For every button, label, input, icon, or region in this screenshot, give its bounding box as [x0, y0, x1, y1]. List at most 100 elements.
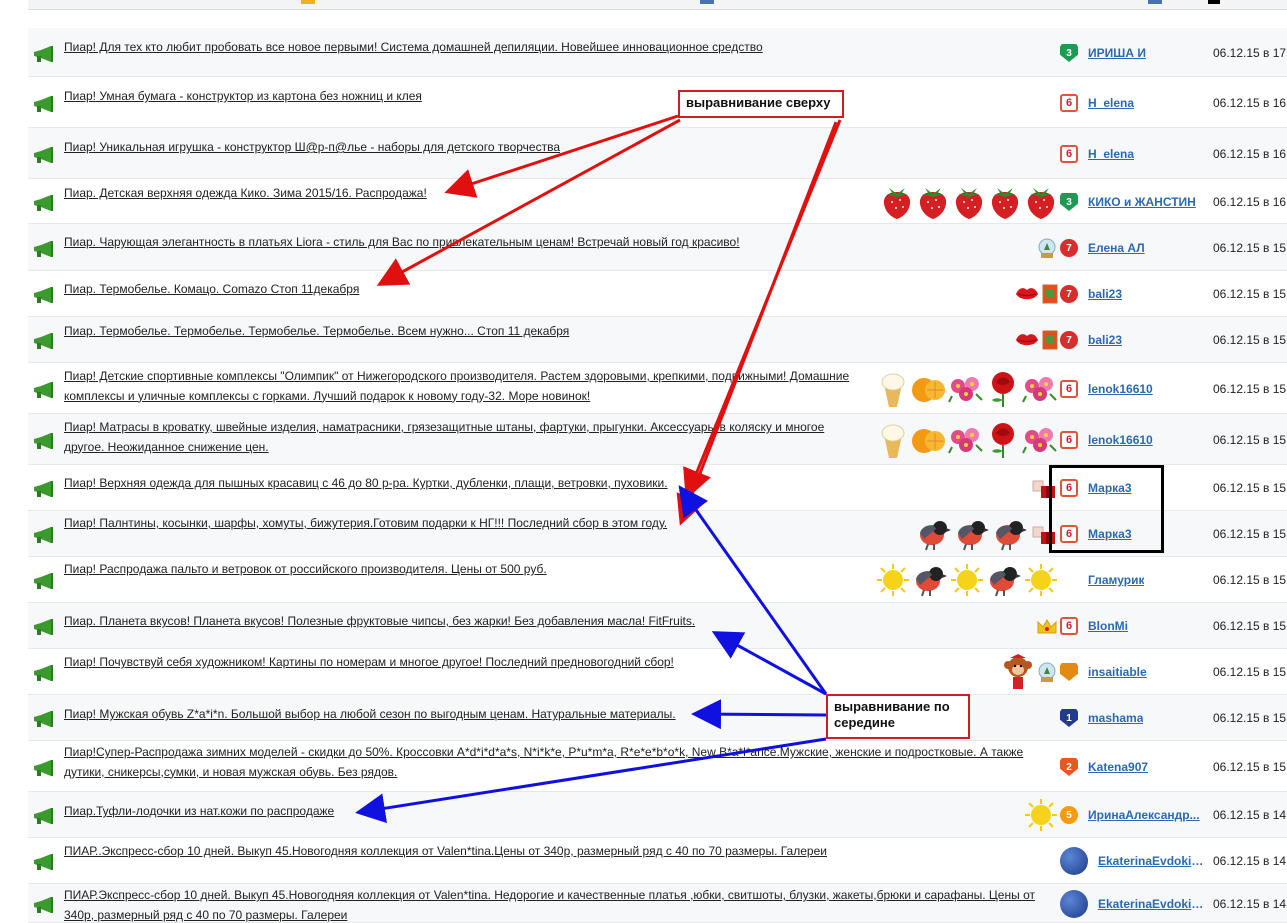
thread-row: Пиар. Термобелье. Комацо. Comazo Стоп 11… — [28, 271, 1287, 317]
flowers-icon — [1022, 425, 1058, 455]
thread-title-link[interactable]: Пиар! Распродажа пальто и ветровок от ро… — [64, 562, 547, 576]
sun-icon — [876, 563, 910, 597]
thread-title-link[interactable]: Пиар! Матрасы в кроватку, швейные издели… — [64, 420, 825, 454]
thread-row: Пиар! Мужская обувь Z*a*i*n. Большой выб… — [28, 695, 1287, 741]
megaphone-icon — [32, 432, 54, 453]
user-awards — [878, 372, 1058, 407]
author-link[interactable]: Гламурик — [1088, 573, 1145, 587]
thread-title-link[interactable]: Пиар! Верхняя одежда для пышных красавиц… — [64, 476, 668, 490]
thread-row: ПИАР.Экспресс-сбор 10 дней. Выкуп 45.Нов… — [28, 884, 1287, 923]
strawberry-icon — [952, 184, 986, 220]
post-date: 06.12.15 в 15 — [1213, 527, 1287, 541]
thread-title-link[interactable]: Пиар! Почувствуй себя художником! Картин… — [64, 655, 674, 669]
thread-title-link[interactable]: Пиар. Детская верхняя одежда Кико. Зима … — [64, 186, 427, 200]
user-awards — [876, 563, 1058, 597]
author-link[interactable]: EkaterinaEvdokim... — [1098, 897, 1210, 911]
callout-middle-alignment: выравнивание по середине — [826, 694, 970, 739]
author-link[interactable]: insaitiable — [1088, 665, 1147, 679]
author-link[interactable]: H_elena — [1088, 147, 1135, 161]
rank-badge-icon: 7 — [1060, 285, 1078, 303]
orange-icon — [910, 425, 946, 455]
thread-title-link[interactable]: Пиар! Палнтины, косынки, шарфы, хомуты, … — [64, 516, 668, 530]
thread-row: Пиар! Почувствуй себя художником! Картин… — [28, 649, 1287, 695]
rank-badge-icon — [1060, 890, 1088, 918]
post-date: 06.12.15 в 16 — [1213, 195, 1287, 209]
post-date: 06.12.15 в 15 — [1213, 433, 1287, 447]
author-link[interactable]: H_elena — [1088, 96, 1135, 110]
author-link[interactable]: КИКО и ЖАНСТИН — [1088, 195, 1196, 209]
thread-title-link[interactable]: Пиар! Мужская обувь Z*a*i*n. Большой выб… — [64, 707, 676, 721]
top-icon — [1208, 0, 1220, 4]
rank-badge-icon: 3 — [1060, 44, 1078, 62]
megaphone-icon — [32, 759, 54, 780]
megaphone-icon — [32, 853, 54, 874]
author-link[interactable]: ИринаАлександр... — [1088, 808, 1200, 822]
thread-row: ПИАР..Экспресс-сбор 10 дней. Выкуп 45.Но… — [28, 838, 1287, 884]
post-date: 06.12.15 в 14 — [1213, 854, 1287, 868]
post-date: 06.12.15 в 14 — [1213, 897, 1287, 911]
megaphone-icon — [32, 896, 54, 917]
megaphone-icon — [32, 572, 54, 593]
rank-badge-icon — [1060, 663, 1078, 681]
icecream-icon — [878, 421, 908, 459]
post-date: 06.12.15 в 15 — [1213, 619, 1287, 633]
flowers-icon — [948, 425, 984, 455]
post-date: 06.12.15 в 15 — [1213, 382, 1287, 396]
sun-icon — [1024, 798, 1058, 832]
thread-row: Пиар. Планета вкусов! Планета вкусов! По… — [28, 603, 1287, 649]
megaphone-icon — [32, 194, 54, 215]
thread-title-link[interactable]: Пиар! Детские спортивные комплексы "Олим… — [64, 369, 850, 403]
stamp-icon — [1042, 283, 1058, 305]
author-link[interactable]: Katena907 — [1088, 760, 1149, 774]
megaphone-icon — [32, 146, 54, 167]
author-link[interactable]: bali23 — [1088, 333, 1123, 347]
thread-title-link[interactable]: Пиар. Термобелье. Термобелье. Термобелье… — [64, 324, 570, 338]
author-link[interactable]: mashama — [1088, 711, 1144, 725]
author-link[interactable]: Елена АЛ — [1088, 241, 1145, 255]
rank-badge-icon: 6 — [1060, 525, 1078, 543]
megaphone-icon — [32, 95, 54, 116]
thread-title-link[interactable]: Пиар. Планета вкусов! Планета вкусов! По… — [64, 614, 696, 628]
bullfinch-icon — [916, 517, 952, 551]
strawberry-icon — [880, 184, 914, 220]
monkey-icon — [1002, 654, 1034, 690]
author-link[interactable]: bali23 — [1088, 287, 1123, 301]
strawberry-icon — [1024, 184, 1058, 220]
user-awards — [916, 517, 1058, 551]
thread-title-link[interactable]: Пиар! Умная бумага - конструктор из карт… — [64, 89, 422, 103]
rank-badge-icon: 2 — [1060, 758, 1078, 776]
author-link[interactable]: BlonMi — [1088, 619, 1128, 633]
thread-title-link[interactable]: Пиар.Туфли-лодочки из нат.кожи по распро… — [64, 804, 335, 818]
user-awards — [880, 185, 1058, 219]
megaphone-icon — [32, 381, 54, 402]
rank-badge-icon — [1060, 847, 1088, 875]
rank-badge-icon: 6 — [1060, 431, 1078, 449]
post-date: 06.12.15 в 17 — [1213, 46, 1287, 60]
user-awards — [1036, 231, 1058, 265]
rank-badge-icon: 1 — [1060, 709, 1078, 727]
author-link[interactable]: ИРИША И — [1088, 46, 1146, 60]
thread-title-link[interactable]: Пиар. Термобелье. Комацо. Comazo Стоп 11… — [64, 282, 360, 296]
bullfinch-icon — [986, 563, 1022, 597]
megaphone-icon — [32, 664, 54, 685]
rank-badge-icon: 6 — [1060, 380, 1078, 398]
rank-badge-icon: 6 — [1060, 145, 1078, 163]
thread-row: Пиар! Уникальная игрушка - конструктор Ш… — [28, 128, 1287, 179]
post-date: 06.12.15 в 14 — [1213, 808, 1287, 822]
lips-icon — [1014, 329, 1040, 351]
thread-title-link[interactable]: Пиар!Супер-Распродажа зимних моделей - с… — [64, 745, 1024, 779]
thread-title-link[interactable]: ПИАР.Экспресс-сбор 10 дней. Выкуп 45.Нов… — [64, 888, 1035, 922]
thread-title-link[interactable]: Пиар! Для тех кто любит пробовать все но… — [64, 40, 763, 54]
thread-row: Пиар! Верхняя одежда для пышных красавиц… — [28, 465, 1287, 511]
author-link[interactable]: lenok16610 — [1088, 382, 1153, 396]
post-date: 06.12.15 в 16 — [1213, 147, 1287, 161]
author-link[interactable]: EkaterinaEvdokim... — [1098, 854, 1210, 868]
thread-title-link[interactable]: Пиар. Чарующая элегантность в платьях Li… — [64, 235, 740, 249]
author-link[interactable]: lenok16610 — [1088, 433, 1153, 447]
thread-title-link[interactable]: Пиар! Уникальная игрушка - конструктор Ш… — [64, 140, 560, 154]
snowglobe-icon — [1036, 237, 1058, 259]
post-date: 06.12.15 в 15 — [1213, 711, 1287, 725]
thread-title-link[interactable]: ПИАР..Экспресс-сбор 10 дней. Выкуп 45.Но… — [64, 844, 827, 858]
user-awards — [1024, 798, 1058, 832]
megaphone-icon — [32, 526, 54, 547]
